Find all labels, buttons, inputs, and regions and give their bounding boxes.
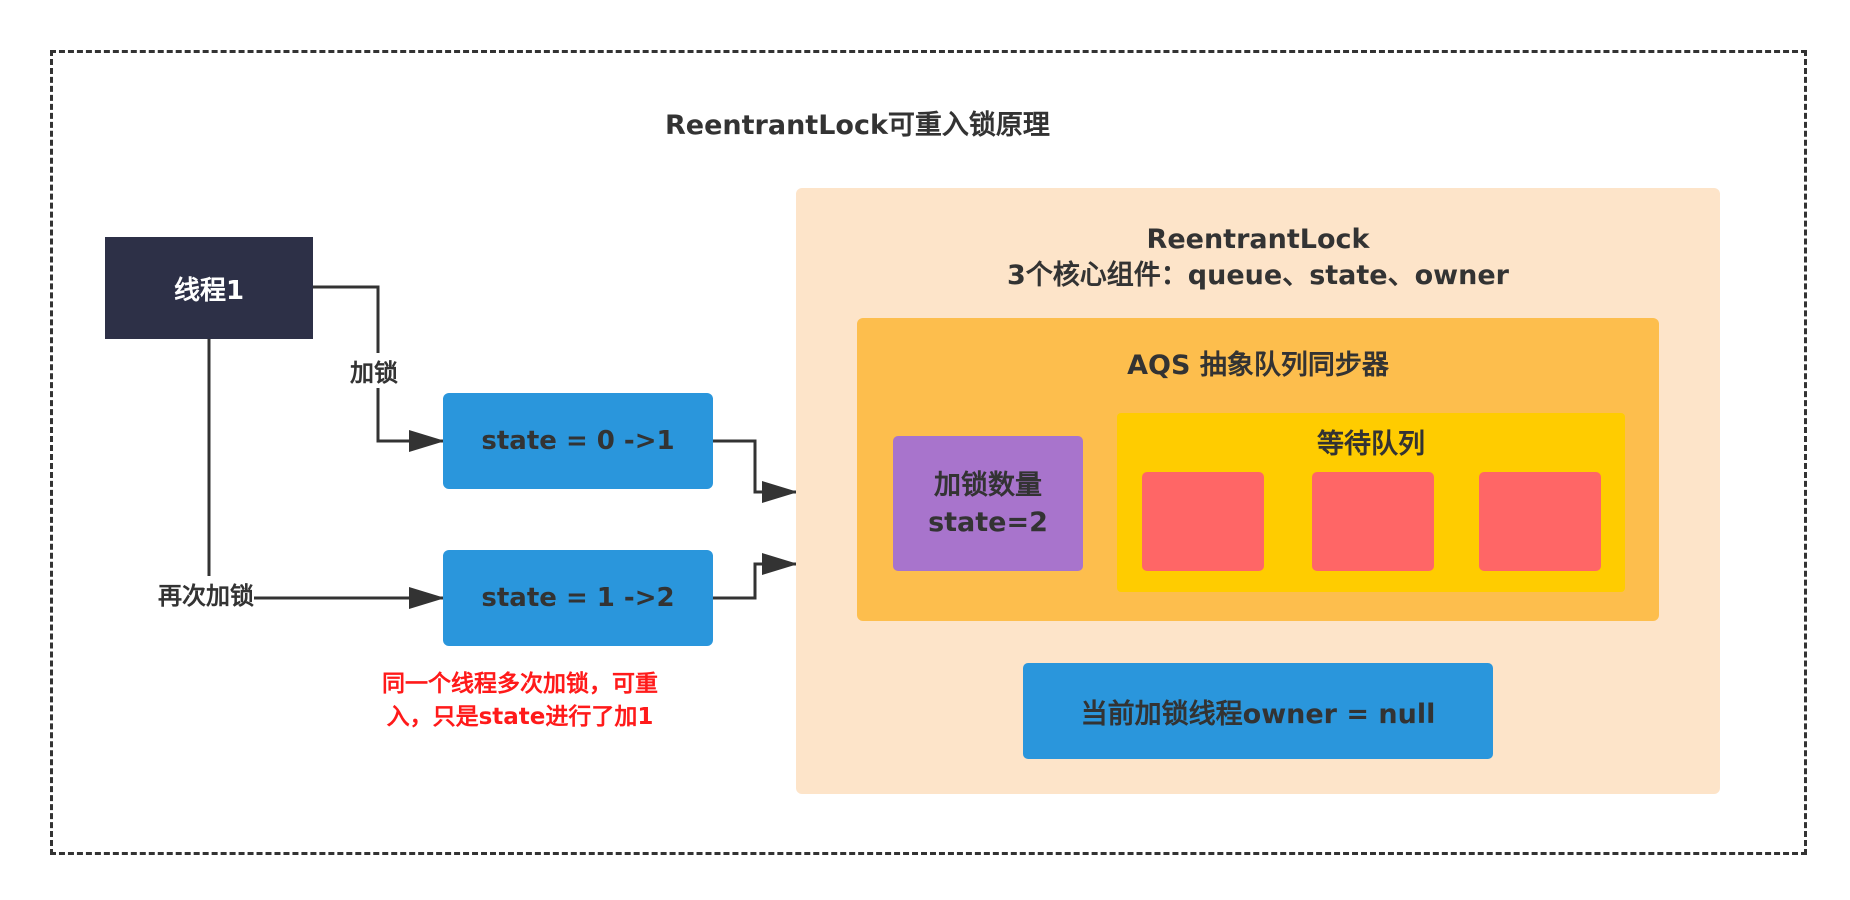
queue-node bbox=[1142, 472, 1264, 571]
note-line-2: 入，只是state进行了加1 bbox=[386, 704, 654, 730]
wait-queue-title: 等待队列 bbox=[1317, 429, 1425, 460]
lock-count-node: 加锁数量 state=2 bbox=[893, 436, 1083, 571]
reentrant-note: 同一个线程多次加锁，可重 入，只是state进行了加1 bbox=[320, 668, 720, 734]
diagram-frame bbox=[50, 50, 1807, 855]
lock-edge-label: 加锁 bbox=[350, 353, 398, 388]
reentrant-lock-heading: ReentrantLock 3个核心组件：queue、state、owner bbox=[796, 222, 1720, 294]
reentrant-lock-subtitle: 3个核心组件：queue、state、owner bbox=[1007, 260, 1509, 291]
lock-count-value: state=2 bbox=[928, 506, 1048, 538]
thread-1-node: 线程1 bbox=[105, 237, 313, 339]
state1-to-lock-connector bbox=[713, 439, 798, 503]
diagram-title: ReentrantLock可重入锁原理 bbox=[665, 110, 1050, 141]
state2-to-lock-connector bbox=[713, 553, 798, 600]
aqs-title: AQS 抽象队列同步器 bbox=[1127, 350, 1389, 381]
queue-node bbox=[1479, 472, 1601, 571]
state-0-to-1-node: state = 0 ->1 bbox=[443, 393, 713, 489]
reentrant-lock-title: ReentrantLock bbox=[1146, 224, 1370, 255]
queue-node bbox=[1312, 472, 1434, 571]
owner-node: 当前加锁线程owner = null bbox=[1023, 663, 1493, 759]
lock-count-label: 加锁数量 bbox=[934, 469, 1042, 501]
note-line-1: 同一个线程多次加锁，可重 bbox=[382, 671, 658, 697]
relock-edge-label: 再次加锁 bbox=[158, 576, 254, 611]
relock-connector bbox=[207, 339, 445, 609]
state-1-to-2-node: state = 1 ->2 bbox=[443, 550, 713, 646]
